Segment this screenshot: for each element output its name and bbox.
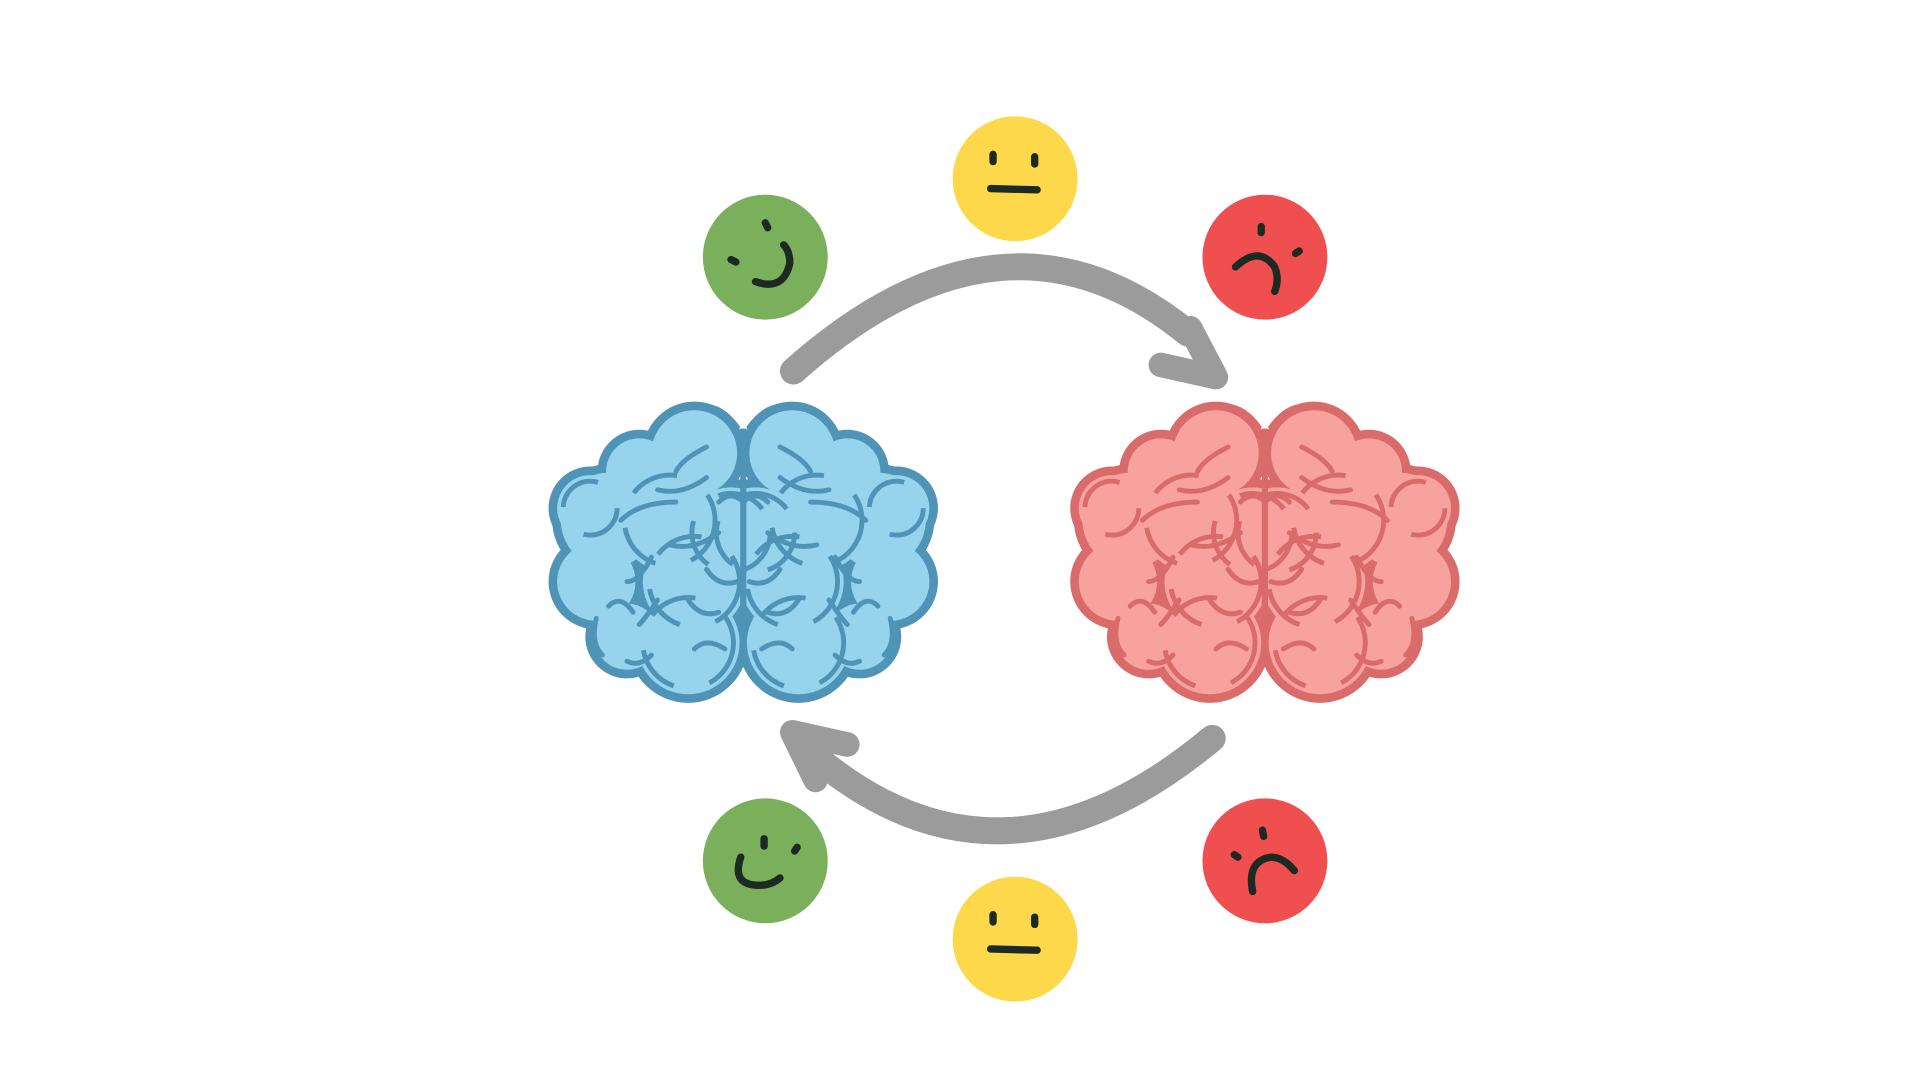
happy-face-icon [702,798,828,924]
mood-faces [702,116,1328,1002]
calm-brain [548,401,938,703]
cycle-arrows [780,253,1229,845]
happy-face-icon [702,194,828,320]
neutral-face-icon [952,116,1078,242]
sad-face-icon [1202,798,1328,924]
brains [548,401,1460,703]
arrow-left-to-right [780,253,1229,390]
sad-face-icon [1202,194,1328,320]
stressed-brain [1070,401,1460,703]
arrow-right-to-left [780,720,1226,845]
neutral-face-icon [952,876,1078,1002]
